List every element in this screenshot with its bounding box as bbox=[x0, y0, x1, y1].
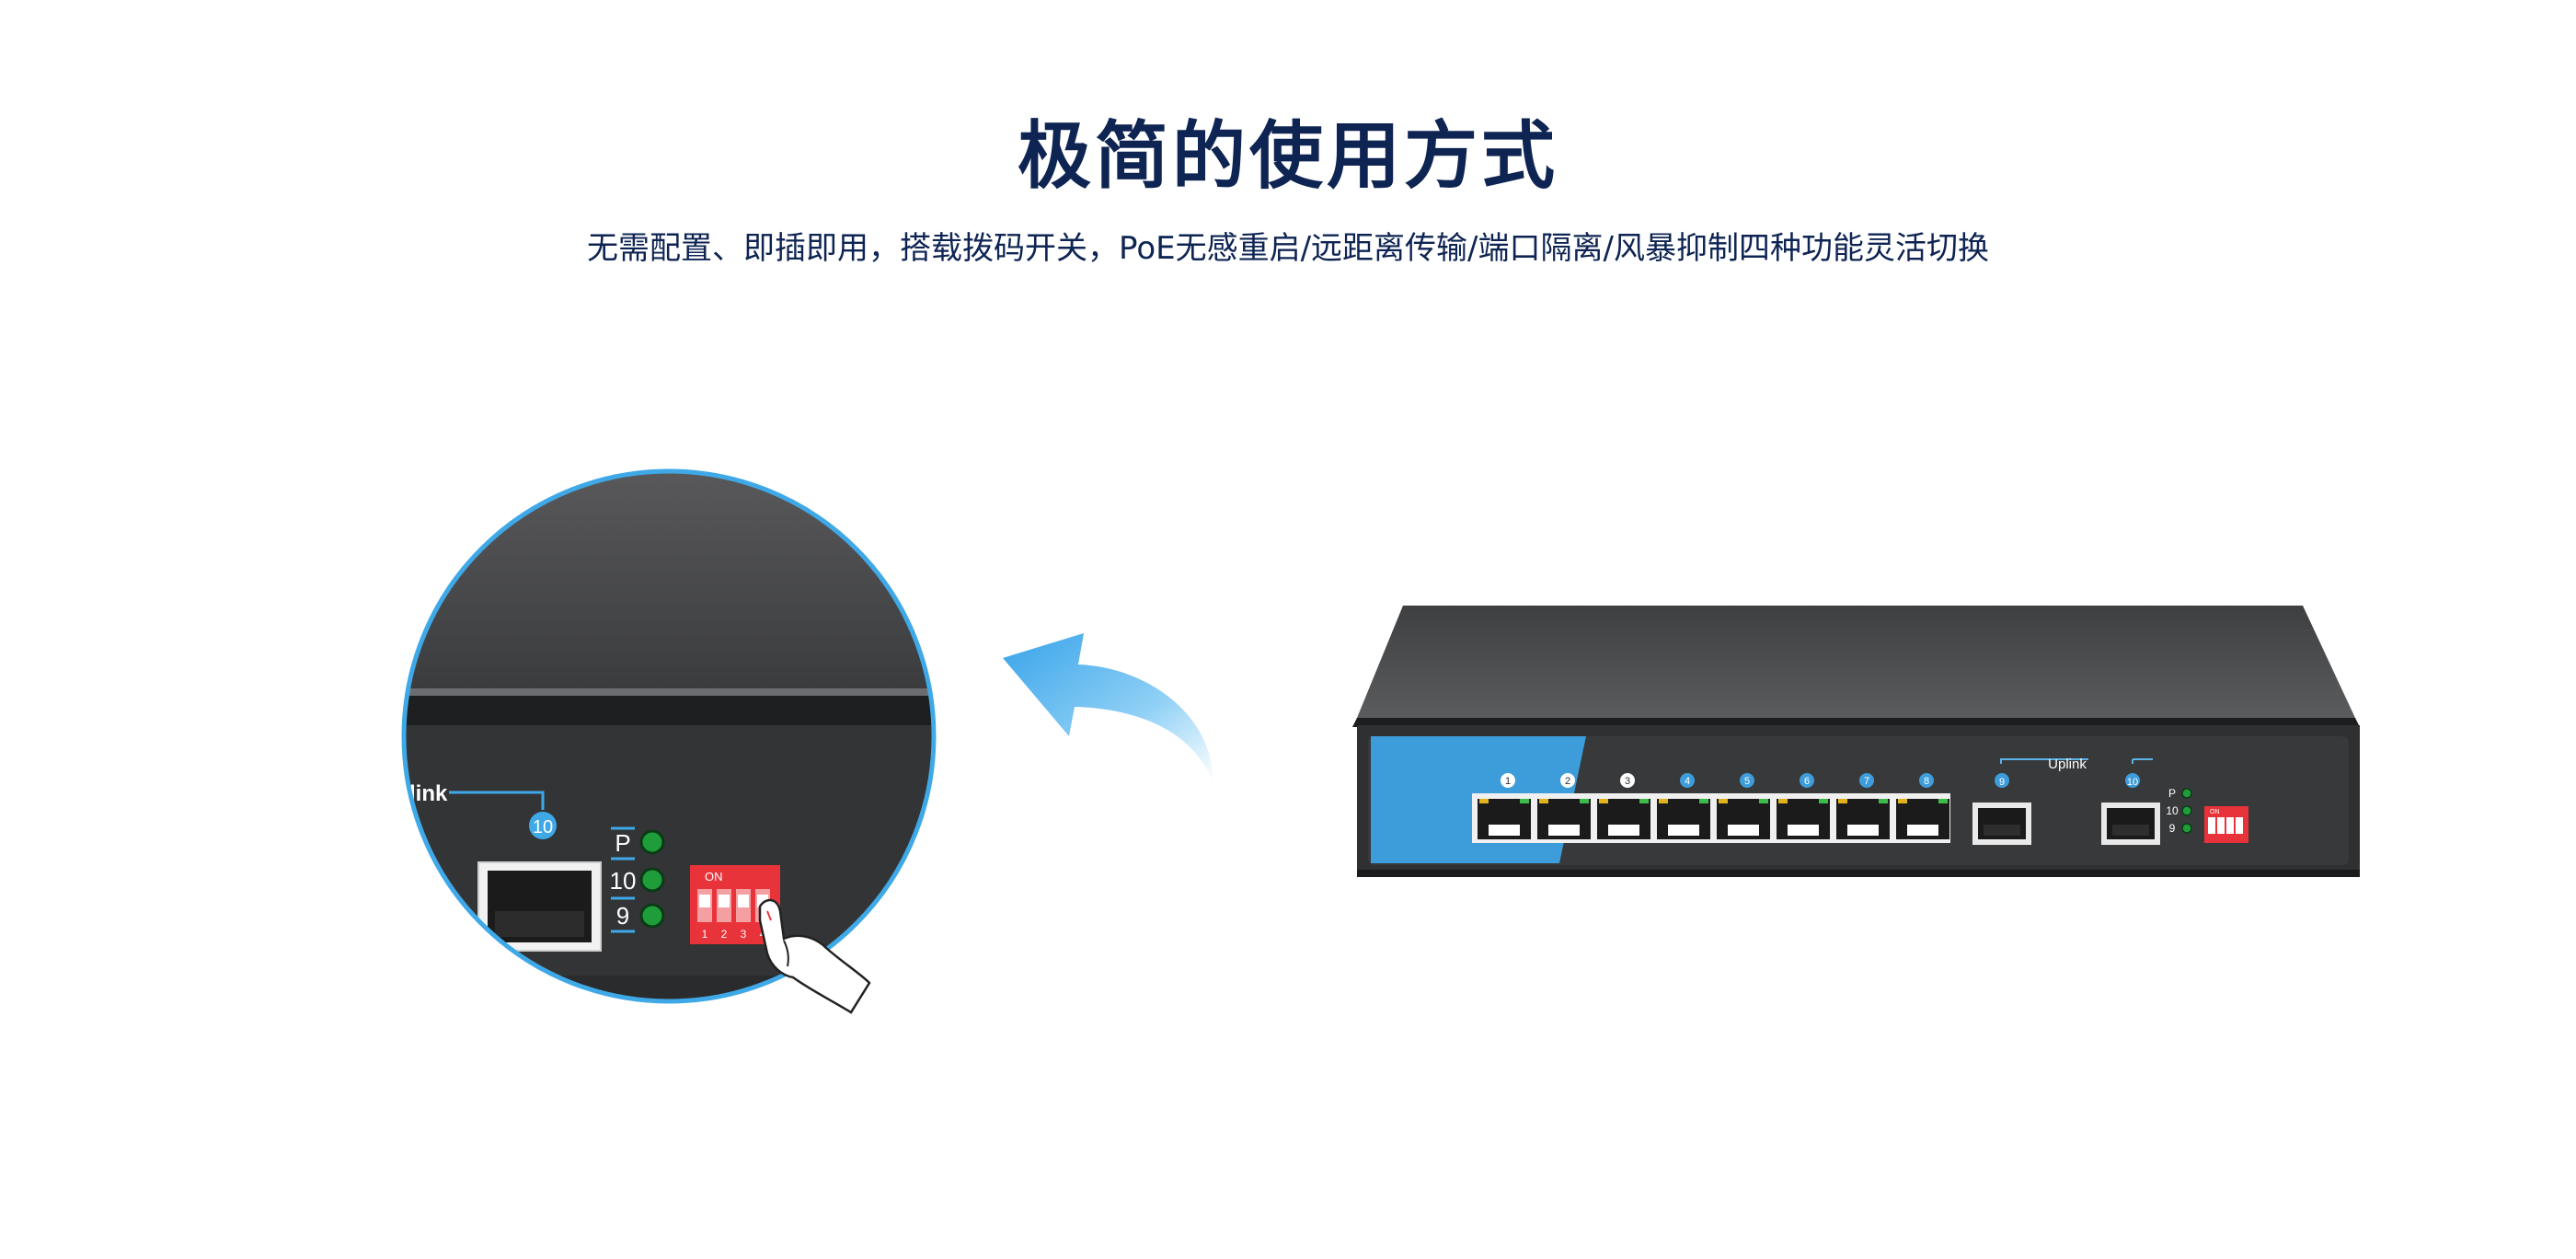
port-number: 3 bbox=[1625, 776, 1630, 787]
port-led bbox=[1938, 799, 1948, 803]
rj45-port: 4 bbox=[1657, 773, 1710, 839]
port-led bbox=[1699, 799, 1708, 803]
svg-text:9: 9 bbox=[2169, 822, 2176, 835]
sfp-port-9: 9 bbox=[1972, 773, 2031, 845]
port-led bbox=[1639, 799, 1649, 803]
page-subtitle: 无需配置、即插即用，搭载拨码开关，PoE无感重启/远距离传输/端口隔离/风暴抑制… bbox=[587, 230, 1989, 267]
svg-text:10: 10 bbox=[610, 867, 637, 895]
sfp-port-10: 10 bbox=[2101, 773, 2160, 845]
zoom-led-10 bbox=[639, 867, 665, 893]
switch-led-labels: P 10 9 bbox=[2166, 787, 2179, 835]
svg-text:3: 3 bbox=[741, 928, 747, 941]
port-led bbox=[1599, 799, 1608, 803]
curved-arrow-icon bbox=[1003, 633, 1213, 782]
rj45-port-group: 1 2 3 4 5 6 7 8 bbox=[1472, 773, 1950, 843]
zoom-port-number-badge bbox=[529, 812, 557, 839]
port-number-badge bbox=[1501, 773, 1515, 788]
svg-text:2: 2 bbox=[721, 928, 728, 941]
finger-pointer-icon bbox=[758, 898, 871, 1014]
port-number: 8 bbox=[1924, 776, 1929, 787]
port-number-badge bbox=[1560, 773, 1575, 788]
switch-led-p bbox=[2181, 788, 2192, 799]
port-led bbox=[1819, 799, 1828, 803]
port-led bbox=[1898, 799, 1907, 803]
network-switch: 1 2 3 4 5 6 7 8 Uplink 9 10 P 10 9 bbox=[1352, 606, 2360, 877]
page-title: 极简的使用方式 bbox=[1018, 113, 1558, 199]
svg-text:10: 10 bbox=[2127, 777, 2138, 788]
port-number-badge bbox=[1620, 773, 1635, 788]
svg-text:9: 9 bbox=[616, 902, 629, 930]
port-led bbox=[1879, 799, 1888, 803]
zoom-circle: link 10 P 10 9 bbox=[401, 468, 937, 1004]
port-led bbox=[1580, 799, 1589, 803]
port-led bbox=[1520, 799, 1529, 803]
port-number: 7 bbox=[1864, 776, 1869, 787]
uplink-label: Uplink bbox=[2048, 757, 2087, 772]
port-number: 4 bbox=[1685, 776, 1690, 787]
switch-led-9 bbox=[2181, 823, 2192, 834]
port-number-badge bbox=[1740, 773, 1754, 788]
svg-text:10: 10 bbox=[2166, 804, 2179, 817]
port-led bbox=[1479, 799, 1489, 803]
svg-text:ON: ON bbox=[2210, 809, 2220, 815]
port-number: 5 bbox=[1744, 776, 1750, 787]
svg-text:1: 1 bbox=[702, 928, 708, 941]
port-number-badge bbox=[1919, 773, 1934, 788]
zoom-led-9 bbox=[639, 903, 665, 929]
port-number: 1 bbox=[1505, 776, 1511, 787]
switch-led-10 bbox=[2181, 805, 2192, 816]
port-led bbox=[1659, 799, 1668, 803]
zoom-sfp-port bbox=[477, 861, 602, 952]
port-number-badge bbox=[1800, 773, 1814, 788]
switch-dip-switch[interactable]: ON bbox=[2204, 806, 2248, 843]
rj45-port: 5 bbox=[1717, 773, 1770, 839]
port-led bbox=[1719, 799, 1728, 803]
rj45-port: 1 bbox=[1478, 773, 1531, 839]
zoom-led-p bbox=[639, 829, 665, 855]
svg-text:P: P bbox=[2168, 787, 2176, 800]
zoom-led-labels: P 10 9 bbox=[610, 826, 637, 933]
rj45-port: 7 bbox=[1836, 773, 1890, 839]
port-number: 6 bbox=[1804, 776, 1810, 787]
zoom-port-number: 10 bbox=[533, 817, 553, 837]
rj45-port: 2 bbox=[1537, 773, 1591, 839]
svg-text:ON: ON bbox=[705, 870, 723, 884]
port-number-badge bbox=[1680, 773, 1695, 788]
port-number: 2 bbox=[1565, 776, 1570, 787]
port-number-badge bbox=[1859, 773, 1874, 788]
port-led bbox=[1838, 799, 1847, 803]
svg-text:P: P bbox=[615, 829, 630, 857]
zoom-uplink-label: link bbox=[409, 781, 448, 806]
rj45-port: 3 bbox=[1597, 773, 1650, 839]
port-led bbox=[1778, 799, 1788, 803]
rj45-port: 8 bbox=[1896, 773, 1949, 839]
port-led bbox=[1539, 799, 1548, 803]
rj45-port: 6 bbox=[1777, 773, 1830, 839]
port-led bbox=[1759, 799, 1768, 803]
svg-text:9: 9 bbox=[1999, 777, 2005, 788]
